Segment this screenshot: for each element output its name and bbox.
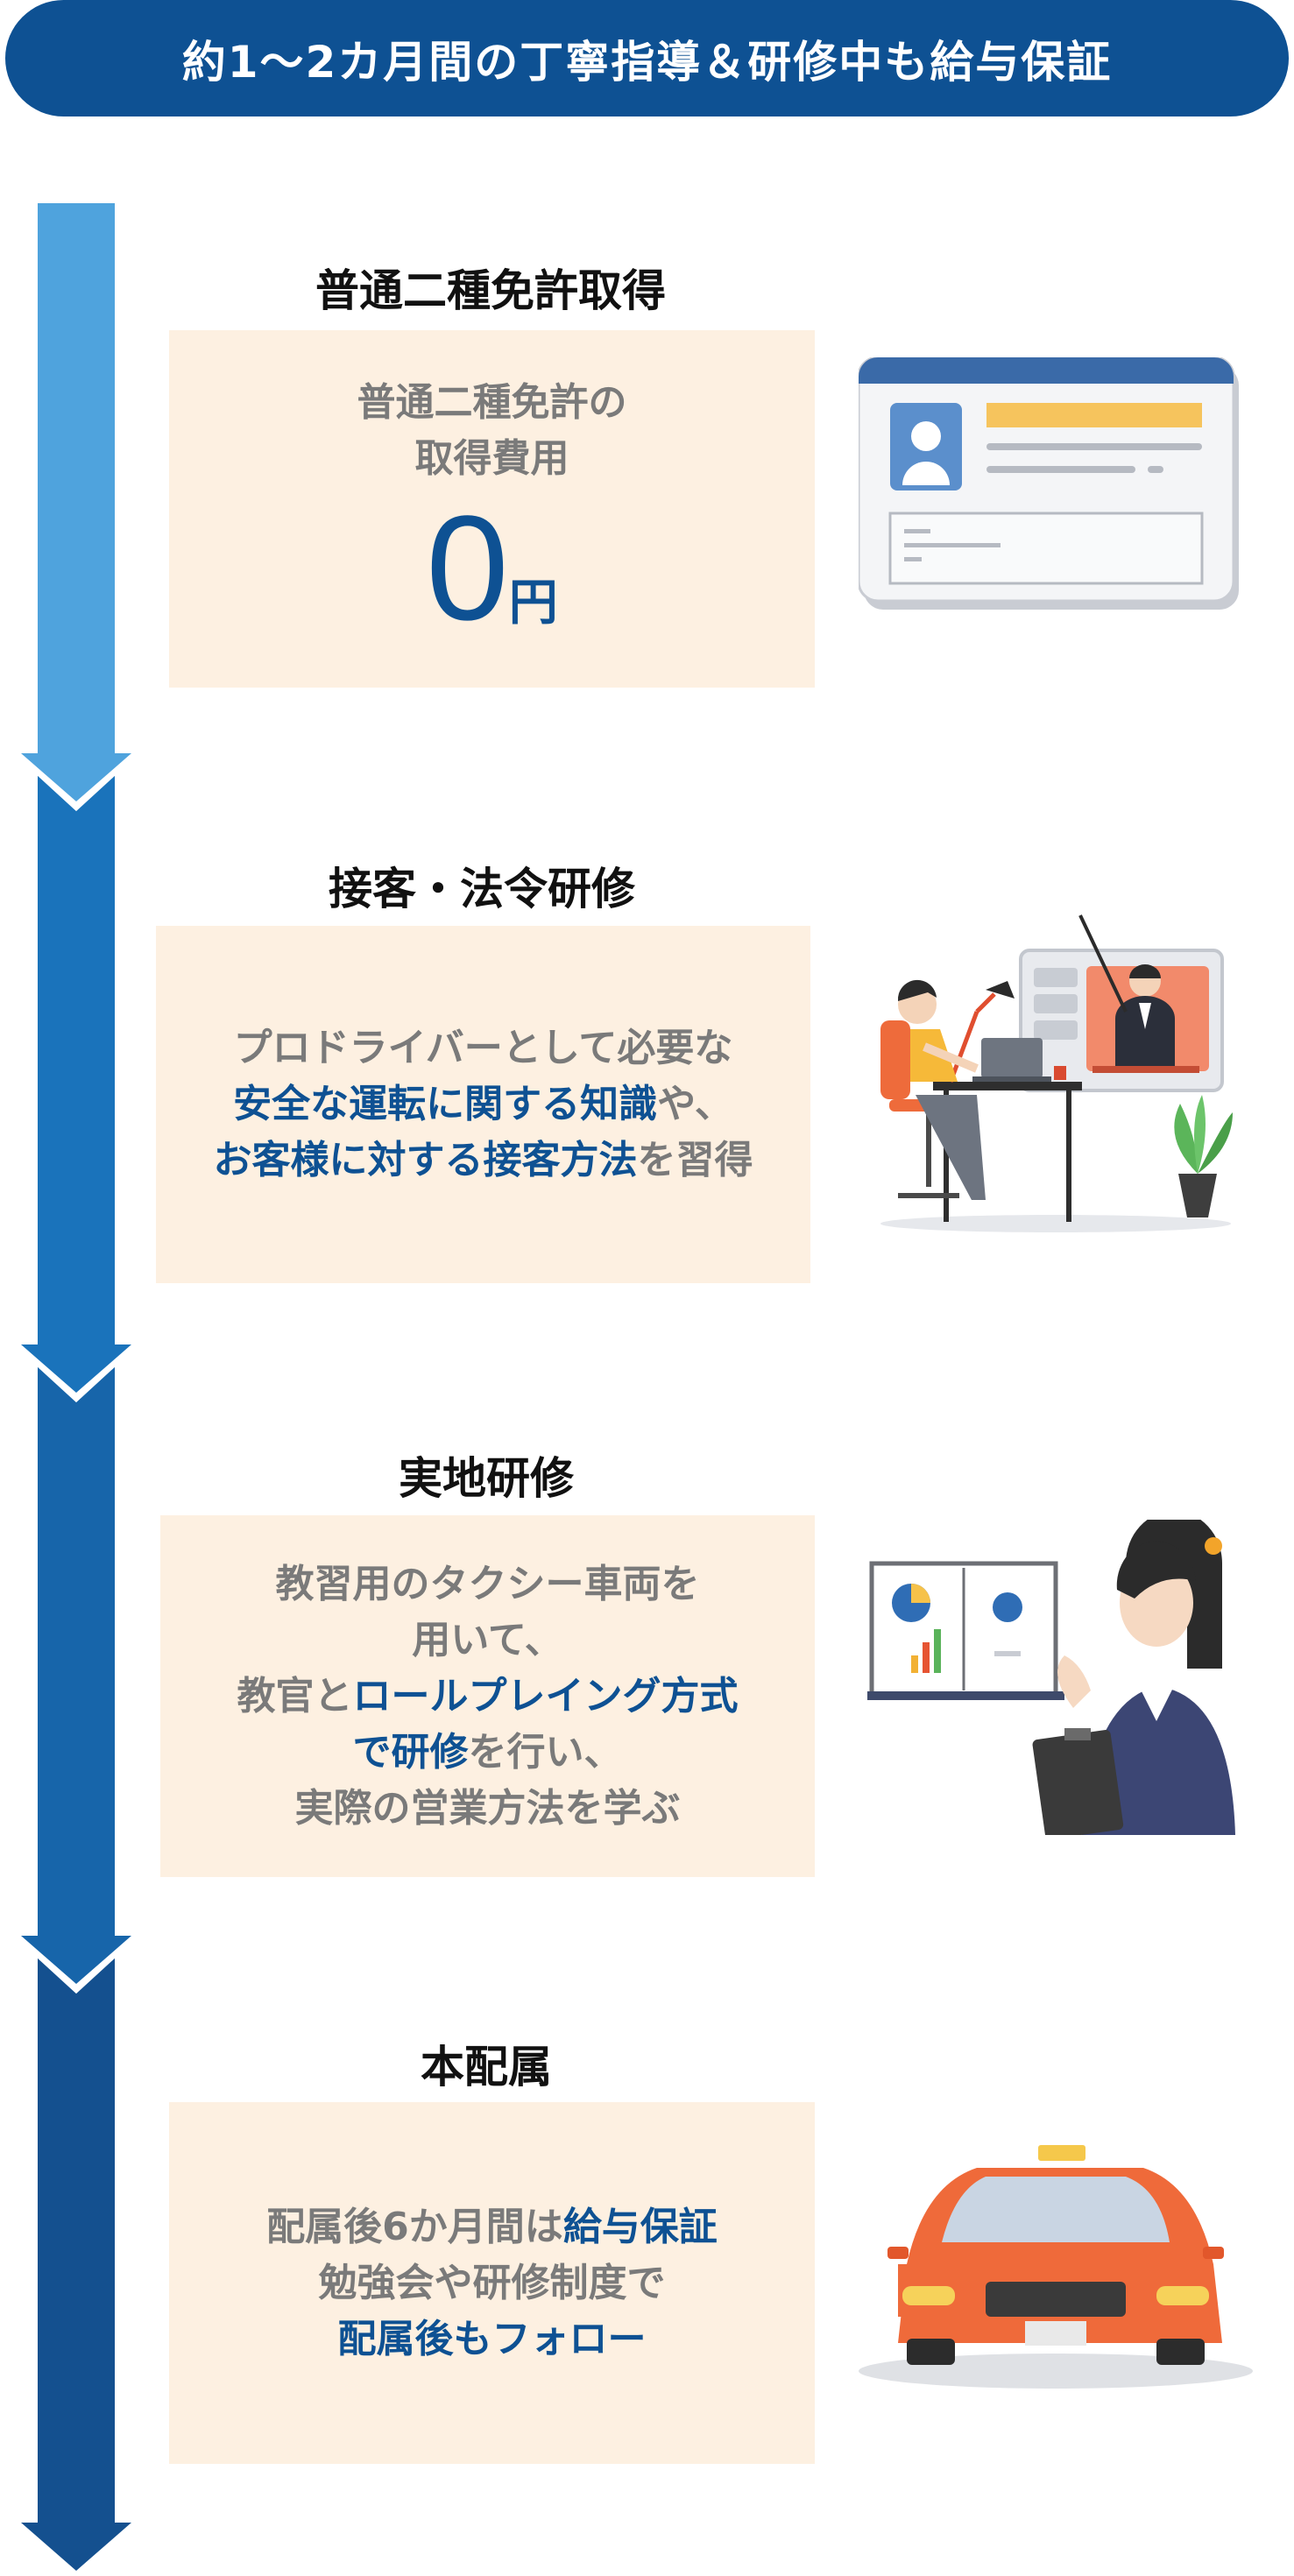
- flow-segment-4: [21, 1958, 131, 2571]
- step2-line3-row: お客様に対する接客方法を習得: [214, 1133, 753, 1189]
- step1-amount: 0: [426, 485, 509, 652]
- step3-line5: 実際の営業方法を学ぶ: [295, 1781, 681, 1837]
- step4-line3-highlight: 配属後もフォロー: [338, 2311, 647, 2368]
- step4-card: 配属後6か月間は給与保証 勉強会や研修制度で 配属後もフォロー: [169, 2102, 815, 2464]
- step2-line2-tail: や、: [657, 1082, 733, 1126]
- step1-unit: 円: [509, 575, 558, 632]
- flow-arrow: [0, 0, 140, 2576]
- step1-title: 普通二種免許取得: [184, 256, 797, 319]
- step4-line1-pre: 配属後6か月間は: [266, 2205, 563, 2249]
- step3-title: 実地研修: [180, 1443, 793, 1507]
- step3-card: 教習用のタクシー車両を 用いて、 教官とロールプレイング方式 で研修を行い、 実…: [160, 1515, 815, 1877]
- taxi-car-illustration: [854, 2142, 1257, 2396]
- flow-segment-2: [21, 775, 131, 1393]
- step3-line3-pre: 教官と: [237, 1674, 353, 1719]
- step3-line3-row: 教官とロールプレイング方式: [237, 1669, 739, 1725]
- banner-text: 約1〜2カ月間の丁寧指導＆研修中も給与保証: [182, 27, 1113, 90]
- step2-line2-row: 安全な運転に関する知識や、: [233, 1076, 733, 1133]
- instructor-presentation-illustration: [863, 1520, 1240, 1835]
- online-training-illustration: [863, 907, 1248, 1239]
- step3-line2: 用いて、: [412, 1613, 562, 1669]
- step2-card: プロドライバーとして必要な 安全な運転に関する知識や、 お客様に対する接客方法を…: [156, 926, 810, 1283]
- step4-line2: 勉強会や研修制度で: [319, 2255, 666, 2311]
- step1-line1: 普通二種免許の: [357, 375, 627, 431]
- flow-segment-1: [21, 203, 131, 801]
- step2-line3-highlight: お客様に対する接客方法: [214, 1138, 638, 1182]
- step4-line1-highlight: 給与保証: [563, 2205, 718, 2249]
- step1-amount-row: 0円: [426, 494, 558, 643]
- step2-title: 接客・法令研修: [175, 854, 788, 917]
- step4-title: 本配属: [180, 2032, 793, 2095]
- step3-line1: 教習用のタクシー車両を: [276, 1556, 700, 1613]
- step1-card: 普通二種免許の 取得費用 0円: [169, 330, 815, 688]
- license-card-icon: [859, 357, 1244, 620]
- step4-line1-row: 配属後6か月間は給与保証: [266, 2199, 718, 2255]
- step3-line4-highlight: で研修: [353, 1730, 469, 1775]
- step2-line1: プロドライバーとして必要な: [234, 1020, 733, 1076]
- flow-segment-3: [21, 1366, 131, 1984]
- step2-line3-tail: を習得: [638, 1138, 753, 1182]
- header-banner: 約1〜2カ月間の丁寧指導＆研修中も給与保証: [5, 0, 1289, 116]
- step2-line2-highlight: 安全な運転に関する知識: [233, 1082, 657, 1126]
- step3-line3-highlight: ロールプレイング方式: [353, 1674, 739, 1719]
- step3-line4-tail: を行い、: [469, 1730, 623, 1775]
- step1-line2: 取得費用: [415, 431, 569, 487]
- step3-line4-row: で研修を行い、: [353, 1725, 623, 1781]
